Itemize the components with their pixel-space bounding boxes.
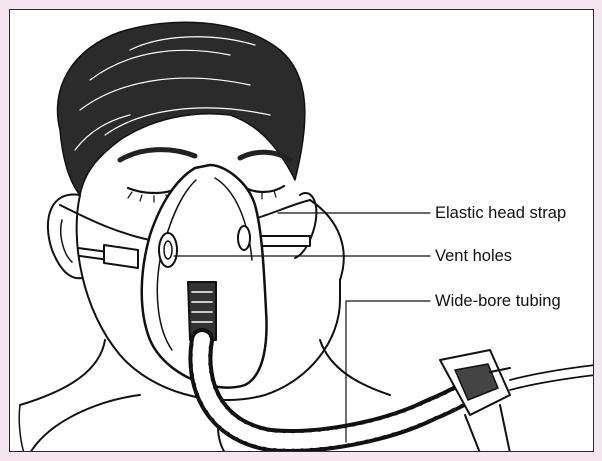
illustration: [10, 10, 594, 452]
diagram-figure: Elastic head strap Vent holes Wide-bore …: [9, 9, 594, 452]
supply-line: [510, 365, 594, 390]
vent-holes: [159, 233, 177, 267]
callout-label-head-strap: Elastic head strap: [435, 205, 566, 222]
callout-label-vent-holes: Vent holes: [435, 248, 512, 265]
callout-label-tubing: Wide-bore tubing: [435, 293, 561, 310]
eyebrow-left: [120, 150, 195, 160]
